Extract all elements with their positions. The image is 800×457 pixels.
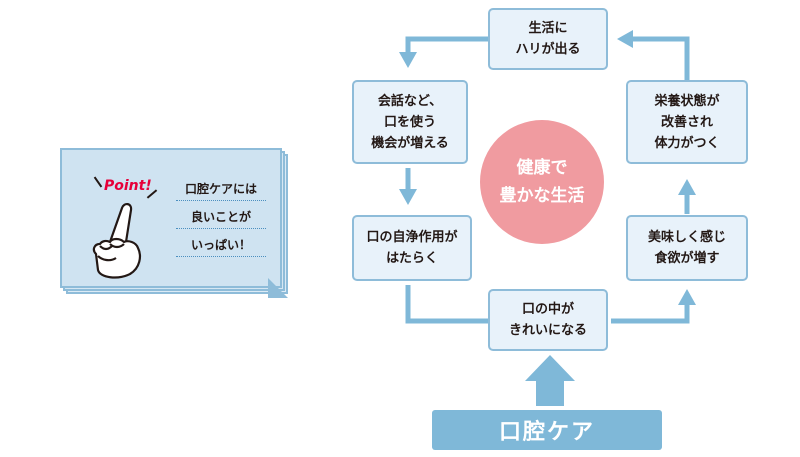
box-appetite: 美味しく感じ 食欲が増す: [626, 215, 748, 281]
pointing-hand-icon: [92, 203, 141, 279]
box-text: ハリが出る: [515, 42, 581, 57]
box-lively-life: 生活に ハリが出る: [488, 8, 608, 70]
arrowhead-down-left: [399, 52, 417, 68]
box-self-cleaning: 口の自浄作用が はたらく: [352, 215, 472, 281]
box-text: 口の中が: [521, 302, 574, 317]
box-text: 食欲が増す: [654, 251, 720, 266]
arrow-right-to-top: [631, 36, 690, 82]
box-more-mouth-use: 会話など、 口を使う 機会が増える: [352, 80, 468, 164]
box-nutrition: 栄養状態が 改善され 体力がつく: [626, 80, 748, 164]
box-text: 会話など、: [377, 93, 443, 109]
note-line-2: 良いことが: [176, 210, 266, 229]
box-text: 生活に: [528, 21, 568, 36]
note-line-1: 口腔ケアには: [176, 182, 266, 201]
arrowhead-down-left-2: [399, 189, 417, 205]
box-clean-mouth: 口の中が きれいになる: [488, 289, 608, 351]
arrow-left-lower-to-bottom: [405, 285, 488, 324]
note-folded-corner: [268, 278, 288, 298]
arrowhead-left-top: [617, 30, 633, 48]
box-text: 口の自浄作用が: [366, 230, 458, 245]
box-text: 改善され: [660, 114, 713, 130]
box-text: 体力がつく: [654, 135, 720, 151]
banner-up-arrow: [525, 355, 575, 406]
box-text: 機会が増える: [371, 135, 449, 151]
box-text: 口を使う: [383, 114, 436, 130]
arrowhead-up-right-2: [678, 179, 696, 195]
arrowhead-up-right: [678, 289, 696, 305]
arrow-bottom-to-right: [611, 304, 690, 324]
arrow-top-to-left: [405, 36, 488, 54]
box-text: 栄養状態が: [654, 93, 720, 109]
point-label: Point!: [104, 178, 152, 194]
oral-care-banner: 口腔ケア: [432, 410, 662, 450]
note-line-3: いっぱい！: [176, 238, 266, 257]
center-text: 豊かな生活: [499, 186, 585, 206]
point-note: Point! 口腔ケアには 良いことが いっぱい！: [60, 148, 292, 300]
center-circle: 健康で 豊かな生活: [480, 120, 604, 244]
center-text: 健康で: [516, 158, 568, 178]
box-text: 美味しく感じ: [647, 230, 726, 245]
box-text: きれいになる: [508, 323, 587, 338]
box-text: はたらく: [386, 251, 438, 266]
